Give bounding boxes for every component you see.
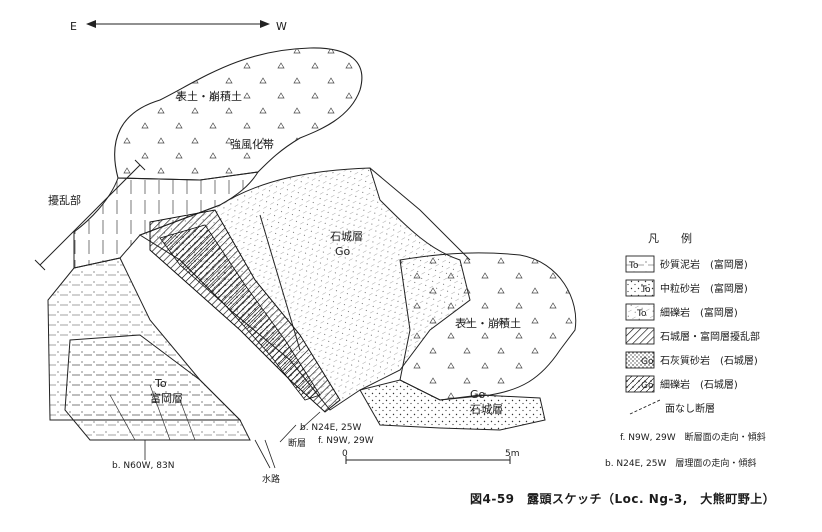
legend-fault-line-label: 面なし断層 <box>665 402 715 415</box>
legend-swatch-5 <box>625 375 655 393</box>
legend-swatch-2 <box>625 303 655 321</box>
legend-text-1: 中粒砂岩 (富岡層) <box>660 282 748 295</box>
scale-start: 0 <box>342 449 348 459</box>
legend-swatch-0 <box>625 255 655 273</box>
legend-text-2: 細礫岩 (富岡層) <box>660 306 738 319</box>
legend-code-4: Go <box>641 357 654 367</box>
go-lower-label: Go <box>470 388 486 401</box>
legend-fault-symbol-note: f. N9W, 29W 断層面の走向・傾斜 <box>620 431 766 443</box>
topsoil-right-label: 表土・崩積土 <box>455 316 521 330</box>
legend-title: 凡 例 <box>648 231 692 245</box>
orientation-arrow: E W <box>70 20 287 33</box>
topsoil-top-label: 表土・崩積土 <box>176 89 242 103</box>
legend-code-1: To <box>640 285 651 295</box>
legend-swatch-1 <box>625 279 655 297</box>
legend-code-0: To <box>628 261 639 271</box>
topsoil-zone <box>114 47 363 181</box>
legend-text-0: 砂質泥岩 (富岡層) <box>660 258 748 271</box>
annotation-group: b. N24E, 25W 断層 f. N9W, 29W b. N60W, 83N… <box>112 411 374 485</box>
legend: 凡 例 To 砂質泥岩 (富岡層) To 中粒砂岩 (富岡層) To 細礫岩 (… <box>605 231 766 469</box>
outcrop-body <box>47 47 577 441</box>
go-main-label: Go <box>335 245 351 258</box>
bedding-b-annotation: b. N60W, 83N <box>112 461 174 471</box>
scale-end: 5m <box>505 449 520 459</box>
waterway-annotation: 水路 <box>262 473 280 485</box>
fault-attitude-annotation: f. N9W, 29W <box>318 436 374 446</box>
bedding-a-annotation: b. N24E, 25W <box>300 423 361 433</box>
legend-text-5: 細礫岩 (石城層) <box>660 378 738 391</box>
ishiki-lower-label: 石城層 <box>470 403 503 416</box>
legend-code-2: To <box>636 309 647 319</box>
legend-text-3: 石城層・富岡層擾乱部 <box>660 330 760 343</box>
figure-caption: 図4-59 露頭スケッチ（Loc. Ng-3, 大熊町野上） <box>470 491 775 506</box>
legend-fault-line <box>629 399 661 415</box>
disturbed-bracket <box>34 159 146 271</box>
weathered-zone-label: 強風化帯 <box>230 137 274 151</box>
tomioka-lower-zone <box>64 334 251 441</box>
disturbed-zone-label: 擾乱部 <box>48 193 81 207</box>
legend-code-5: Go <box>641 381 654 391</box>
west-label: W <box>276 20 287 33</box>
east-label: E <box>70 20 77 33</box>
legend-swatch-3 <box>625 327 655 345</box>
to-label: To <box>154 377 167 390</box>
fault-annotation: 断層 <box>288 437 306 449</box>
legend-text-4: 石灰質砂岩 (石城層) <box>660 354 758 367</box>
legend-bedding-symbol-note: b. N24E, 25W 層理面の走向・傾斜 <box>605 457 756 469</box>
ishiki-formation-label: 石城層 <box>330 230 363 243</box>
tomioka-formation-label: 富岡層 <box>150 391 183 405</box>
conglomerate-lower-zone <box>359 379 546 431</box>
scale-bar: 0 5m <box>342 449 520 464</box>
topsoil-right-zone <box>399 252 577 401</box>
legend-swatch-4 <box>625 351 655 369</box>
